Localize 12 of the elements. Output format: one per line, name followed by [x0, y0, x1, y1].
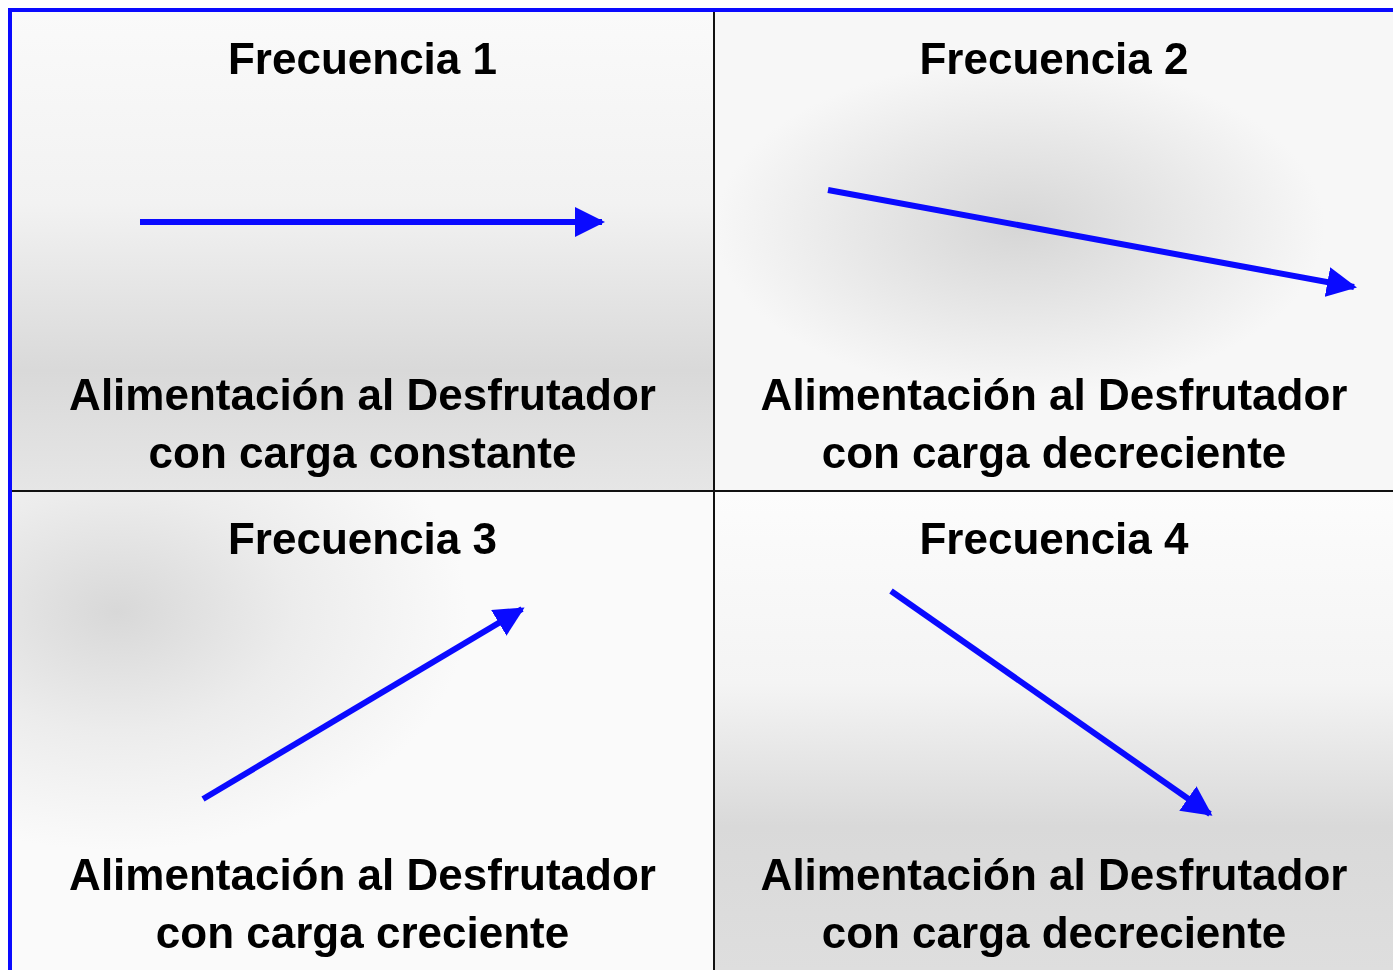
panel-heading: Frecuencia 2: [918, 34, 1190, 84]
panel-description: Alimentación al Desfrutador con carga creciente: [68, 849, 657, 959]
panel-heading: Frecuencia 1: [227, 34, 498, 84]
panel-heading: Frecuencia 4: [918, 514, 1190, 564]
panel: [715, 492, 1393, 970]
panel-description: Alimentación al Desfrutador con carga constante: [68, 369, 657, 479]
panel-heading: Frecuencia 3: [227, 514, 498, 564]
panel: [715, 12, 1393, 492]
panel: [12, 12, 715, 492]
panel-description: Alimentación al Desfrutador con carga decreciente: [759, 849, 1349, 959]
panel-description: Alimentación al Desfrutador con carga decreciente: [759, 369, 1349, 479]
panel: [12, 492, 715, 970]
